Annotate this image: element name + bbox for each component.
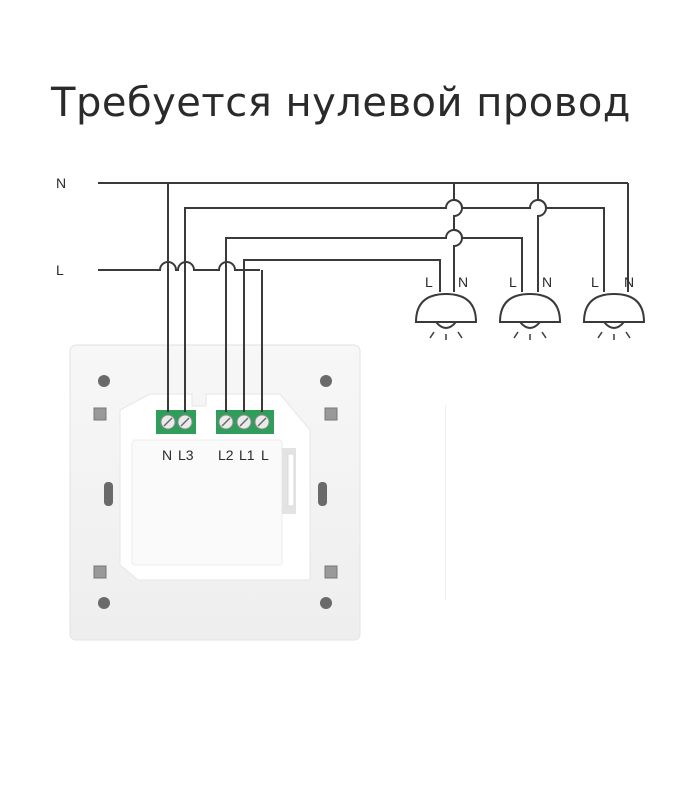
neutral-label: N xyxy=(56,175,66,191)
mounting-clip xyxy=(324,565,338,579)
mounting-clip xyxy=(93,407,107,421)
lamp-3-neutral-label: N xyxy=(624,274,634,290)
side-slot xyxy=(104,482,113,506)
lamp-2-neutral-wire xyxy=(537,183,547,292)
l1-wire xyxy=(243,259,441,412)
terminal-label-n: N xyxy=(162,447,172,463)
lamp-1: L N xyxy=(414,274,478,340)
live-label: L xyxy=(56,262,64,278)
lamp-1-live-label: L xyxy=(425,274,433,290)
wires xyxy=(98,182,629,412)
terminal-label-l1: L1 xyxy=(239,447,255,463)
mounting-clip xyxy=(93,565,107,579)
lamp-1-neutral-label: N xyxy=(458,274,468,290)
lamp-icon xyxy=(582,292,646,323)
diagram-title: Требуется нулевой провод xyxy=(51,80,631,126)
switch-module: N L3 L2 L1 L xyxy=(119,393,311,581)
lamp-2: L N xyxy=(498,274,562,340)
screw-hole xyxy=(98,597,110,609)
terminal-label-l3: L3 xyxy=(178,447,194,463)
lamp-1-neutral-wire xyxy=(453,183,463,292)
terminal-label-l: L xyxy=(261,447,269,463)
mounting-clip xyxy=(324,407,338,421)
live-wire xyxy=(98,261,260,271)
lamp-icon xyxy=(414,292,478,323)
side-slot xyxy=(318,482,327,506)
terminal-label-l2: L2 xyxy=(218,447,234,463)
screw-hole xyxy=(320,375,332,387)
lamp-2-live-label: L xyxy=(509,274,517,290)
lamp-icon xyxy=(498,292,562,323)
screw-hole xyxy=(320,597,332,609)
lamp-3-live-label: L xyxy=(591,274,599,290)
screw-hole xyxy=(98,375,110,387)
lamp-2-neutral-label: N xyxy=(542,274,552,290)
lamp-3: L N xyxy=(582,274,646,340)
